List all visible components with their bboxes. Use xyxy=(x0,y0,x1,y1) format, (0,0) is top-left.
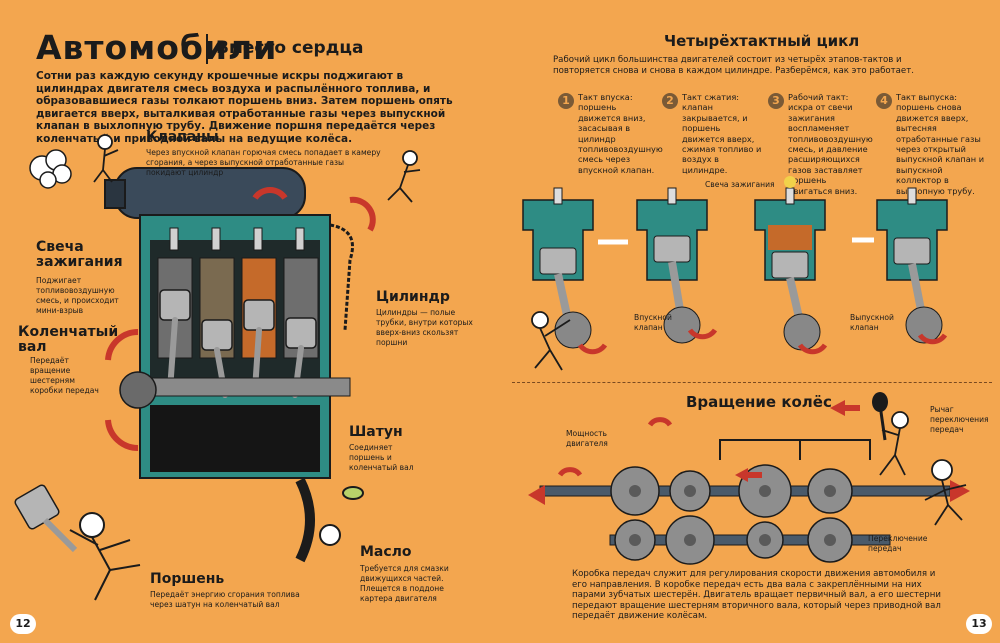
stick-figure-oil xyxy=(295,477,364,563)
step-3-text: Рабочий такт: искра от свечи зажигания в… xyxy=(788,92,873,196)
step-4-text: Такт выпуска: поршень снова движется вве… xyxy=(896,92,985,196)
gearbox-illustration xyxy=(528,392,970,565)
stick-figure-top xyxy=(93,134,119,183)
step-1-number: 1 xyxy=(558,93,574,109)
cloud-icon xyxy=(29,149,72,189)
note-piston: Передаёт энергию сгорания топлива через … xyxy=(150,590,300,609)
label-spark-plug: Свеча зажигания xyxy=(36,239,123,270)
pistons xyxy=(159,289,317,351)
four-stroke-illustration xyxy=(522,176,948,371)
section-divider xyxy=(512,382,992,383)
cycle-intro: Рабочий цикл большинства двигателей сост… xyxy=(553,55,914,76)
gears xyxy=(610,464,853,565)
step-2-number: 2 xyxy=(662,93,678,109)
oil-sump xyxy=(150,405,320,472)
note-crankshaft: Передаёт вращение шестерням коробки пере… xyxy=(30,356,99,395)
note-valves: Через впускной клапан горючая смесь попа… xyxy=(146,148,381,177)
cylinder-power xyxy=(754,176,826,351)
label-oil: Масло xyxy=(360,544,412,560)
stick-figure-lever xyxy=(879,411,909,476)
note-rod: Соединяет поршень и коленчатый вал xyxy=(349,443,414,472)
cycle-title: Четырёхтактный цикл xyxy=(664,32,860,50)
step-4-number: 4 xyxy=(876,93,892,109)
wheels-title: Вращение колёс xyxy=(686,393,832,411)
intro-text: Сотни раз каждую секунду крошечные искры… xyxy=(36,70,453,145)
crankshaft xyxy=(129,377,351,397)
page-subtitle: Вместо сердца xyxy=(216,38,364,58)
page-number-right: 13 xyxy=(966,614,992,634)
label-engine-power: Мощность двигателя xyxy=(566,429,608,448)
cylinder-exhaust xyxy=(852,187,948,344)
page-title: Автомобили xyxy=(36,28,278,67)
cylinder-intake xyxy=(522,187,628,349)
step-1-text: Такт впуска: поршень движется вниз, заса… xyxy=(578,92,663,175)
label-rod: Шатун xyxy=(349,424,403,440)
step-3-number: 3 xyxy=(768,93,784,109)
label-gear-switch: Переключение передач xyxy=(868,534,928,553)
note-oil: Требуется для смазки движущихся частей. … xyxy=(360,564,449,603)
note-spark-plug: Поджигает топливовоздушную смесь, и прои… xyxy=(36,276,119,315)
stick-figure-piston xyxy=(69,512,141,601)
label-crankshaft: Коленчатый вал xyxy=(18,324,119,355)
label-valves: Клапаны xyxy=(146,129,219,145)
stick-figure-right xyxy=(387,150,421,203)
stick-figure-crank xyxy=(531,311,571,371)
piston-part xyxy=(14,484,78,553)
label-cylinder: Цилиндр xyxy=(376,289,450,305)
title-divider xyxy=(206,34,208,64)
label-piston: Поршень xyxy=(150,571,225,587)
label-exhaust-valve: Выпускной клапан xyxy=(850,313,894,332)
label-spark-plug-right: Свеча зажигания xyxy=(705,180,775,189)
page-number-left: 12 xyxy=(10,614,36,634)
note-cylinder: Цилиндры — полые трубки, внутри которых … xyxy=(376,308,473,347)
bottom-text: Коробка передач служит для регулирования… xyxy=(572,569,941,622)
step-2-text: Такт сжатия: клапан закрывается, и порше… xyxy=(682,92,762,175)
label-gear-lever: Рычаг переключения передач xyxy=(930,405,989,434)
engine-illustration xyxy=(14,134,421,601)
label-intake-valve: Впускной клапан xyxy=(634,313,672,332)
stick-figure-wheel xyxy=(924,459,967,526)
